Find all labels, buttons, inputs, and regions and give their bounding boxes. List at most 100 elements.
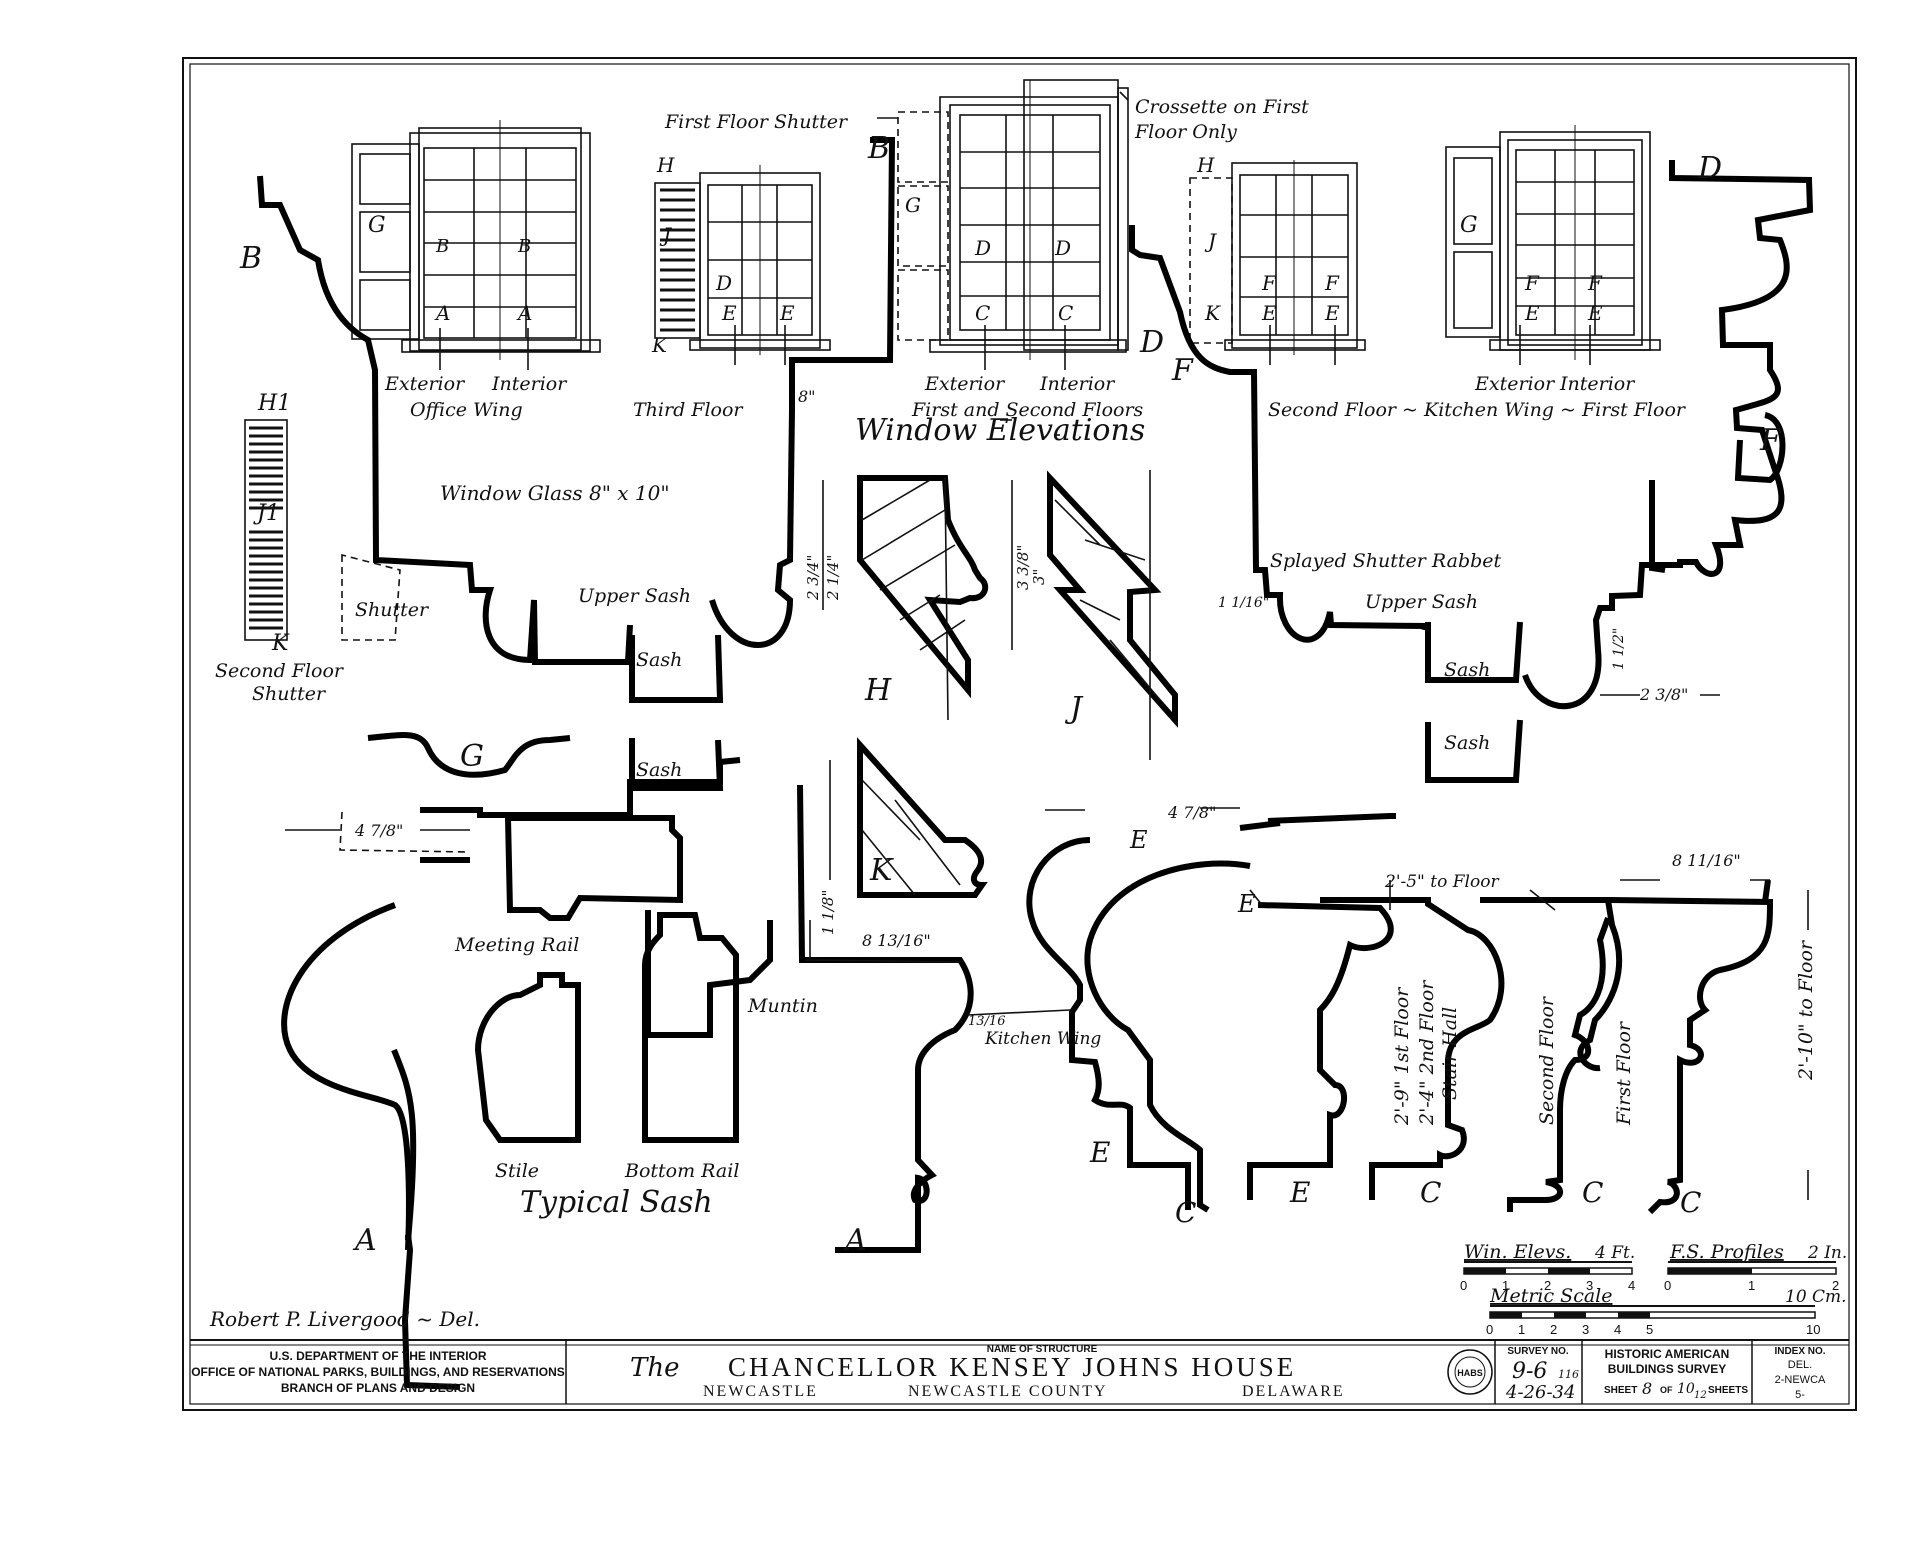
win-elevs-unit: 4 Ft. [1594, 1243, 1635, 1263]
letter-D-first-1: D [974, 236, 991, 260]
window-office-wing [351, 120, 601, 360]
stile-label: Stile [495, 1160, 539, 1182]
seal-text: HABS [1457, 1368, 1483, 1378]
letter-B-mid: B [867, 131, 890, 166]
letter-J1: J1 [253, 501, 280, 526]
metric-label: Metric Scale [1489, 1285, 1612, 1307]
of-word: OF [1660, 1385, 1673, 1395]
title-block: U.S. DEPARTMENT OF THE INTERIOR OFFICE O… [190, 1339, 1849, 1404]
survey-no-label: SURVEY NO. [1507, 1346, 1569, 1357]
office-interior-label: Interior [491, 373, 568, 395]
scale-labels: Win. Elevs. 4 Ft. F.S. Profiles 2 In. Me… [1464, 1241, 1847, 1307]
dim-2-1-4: 2 1/4" [824, 555, 842, 601]
sash-label-2: Sash [636, 759, 682, 781]
name-of-structure-label: NAME OF STRUCTURE [987, 1344, 1098, 1355]
dept-line-2: OFFICE OF NATIONAL PARKS, BUILDINGS, AND… [191, 1365, 565, 1379]
letter-B-office-1: B [435, 236, 449, 257]
letter-G-first: G [905, 193, 921, 217]
office-exterior-label: Exterior [384, 373, 466, 395]
win-tick: 1 [1502, 1278, 1509, 1293]
dim-8-13-16: 8 13/16" [862, 931, 931, 950]
letter-D-third: D [715, 271, 732, 295]
leader-lines [439, 91, 1591, 370]
kitchen-exterior-label: Exterior [1474, 373, 1556, 395]
outer-border [182, 57, 1857, 1411]
dim-3: 3" [1030, 569, 1048, 585]
draftsman-signature: Robert P. Livergood ~ Del. [209, 1307, 480, 1331]
scale-bars [1463, 1261, 1837, 1319]
habs-line-2: BUILDINGS SURVEY [1608, 1362, 1726, 1376]
window-glass-label: Window Glass 8" x 10" [440, 481, 670, 505]
index-line-1: DEL. [1788, 1359, 1812, 1371]
first-floor-shutter-label: First Floor Shutter [664, 111, 849, 133]
letter-D-top-right: D [1697, 151, 1722, 186]
metric-tick: 3 [1582, 1322, 1589, 1337]
dept-line-3: BRANCH OF PLANS AND DESIGN [281, 1381, 475, 1395]
letter-A-office-2: A [516, 301, 532, 325]
profile-lines [257, 137, 1814, 1390]
letter-E-3: E [1237, 890, 1256, 918]
stair-hall-line-2: 2'-4" 2nd Floor [1416, 979, 1438, 1126]
win-elevs-label: Win. Elevs. [1464, 1241, 1571, 1263]
letter-F-mid: F [1171, 353, 1194, 388]
letter-J: J [1064, 691, 1084, 726]
fs-tick: 0 [1664, 1278, 1671, 1293]
fs-tick: 1 [1748, 1278, 1755, 1293]
meeting-rail-label: Meeting Rail [454, 934, 579, 956]
dim-8-11-16: 8 11/16" [1672, 851, 1741, 870]
typical-sash-heading: Typical Sash [520, 1185, 713, 1220]
second-floor-shutter-line-2: Shutter [252, 683, 327, 705]
dim-4-7-8-left: 4 7/8" [354, 821, 403, 840]
crossette-line-1: Crossette on First [1135, 96, 1309, 118]
metric-unit: 10 Cm. [1785, 1287, 1847, 1307]
letter-E-third-1: E [721, 301, 737, 325]
letter-C-4: C [1680, 1186, 1701, 1219]
bottom-rail-label: Bottom Rail [624, 1160, 739, 1182]
letter-C-2: C [1420, 1176, 1441, 1209]
letter-E-2: E [1289, 1176, 1310, 1209]
upper-sash-left-label: Upper Sash [578, 585, 691, 607]
letter-F-kf-2: F [1587, 271, 1603, 295]
window-first-second-floors [897, 79, 1129, 360]
letter-J-kitchen: J [1204, 229, 1217, 253]
dim-8: 8" [798, 387, 816, 406]
index-line-3: 5- [1795, 1389, 1805, 1401]
letter-H-third: H [656, 153, 675, 177]
letter-E-kitchen-1: E [1261, 301, 1277, 325]
dim-2-3-4: 2 3/4" [804, 555, 822, 601]
letter-K-shutter: K [271, 631, 290, 656]
seal-stamp [1447, 1349, 1493, 1395]
title-town: NEWCASTLE [703, 1383, 818, 1400]
win-tick: 2 [1544, 1278, 1551, 1293]
letter-B-office-2: B [517, 236, 531, 257]
window-kitchen-wing-first [1445, 125, 1661, 360]
drawing-labels: Window Elevations Typical Sash Window Gl… [209, 96, 1817, 1331]
window-elevations-heading: Window Elevations [855, 413, 1145, 448]
fs-unit: 2 In. [1807, 1243, 1847, 1263]
section-K [857, 737, 988, 898]
kitchen-wing-label: Kitchen Wing [984, 1029, 1101, 1049]
letter-K-kitchen: K [1204, 301, 1221, 325]
letter-K: K [869, 853, 894, 888]
inner-border [189, 63, 1850, 1405]
title-structure: CHANCELLOR KENSEY JOHNS HOUSE [728, 1352, 1296, 1382]
letter-F-kitchen-1: F [1261, 271, 1277, 295]
window-kitchen-wing [1189, 160, 1366, 355]
third-floor-caption: Third Floor [633, 399, 744, 421]
sheets-total-sub: 12 [1694, 1390, 1707, 1401]
sheets-word: SHEETS [1708, 1385, 1748, 1396]
dim-13-16: 13/16 [968, 1014, 1005, 1029]
scale-ticks: 0 1 2 3 4 0 1 2 0 1 2 3 4 5 10 [1460, 1278, 1839, 1337]
first-floor-vertical: First Floor [1613, 1020, 1635, 1126]
metric-tick: 5 [1646, 1322, 1653, 1337]
letter-G-kitchen-first: G [1460, 213, 1478, 238]
office-wing-caption: Office Wing [410, 399, 523, 421]
letter-E-kf-2: E [1587, 301, 1603, 325]
letter-C-first-2: C [1058, 301, 1073, 325]
first-second-caption: First and Second Floors [911, 399, 1144, 421]
fs-tick: 2 [1832, 1278, 1839, 1293]
letter-A-right: A [842, 1223, 867, 1258]
first-second-exterior-label: Exterior [924, 373, 1006, 395]
letter-H1: H1 [257, 391, 291, 416]
letter-G: G [460, 739, 484, 774]
